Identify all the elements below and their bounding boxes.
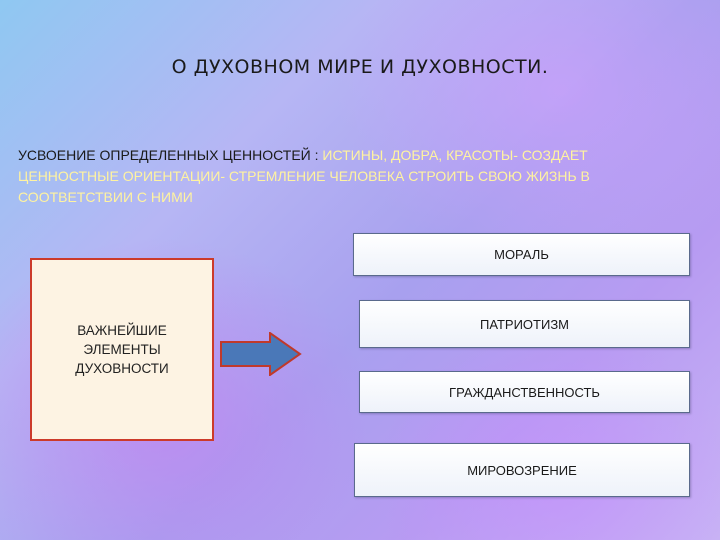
- element-box-morality: МОРАЛЬ: [353, 233, 690, 276]
- intro-lead: УСВОЕНИЕ ОПРЕДЕЛЕННЫХ ЦЕННОСТЕЙ :: [18, 147, 323, 163]
- slide-title: О ДУХОВНОМ МИРЕ И ДУХОВНОСТИ.: [171, 56, 549, 78]
- main-concept-box: ВАЖНЕЙШИЕ ЭЛЕМЕНТЫ ДУХОВНОСТИ: [30, 258, 214, 441]
- intro-highlight: ИСТИНЫ, ДОБРА, КРАСОТЫ- СОЗДАЕТ ЦЕННОСТН…: [18, 147, 590, 205]
- element-label: МОРАЛЬ: [494, 247, 549, 262]
- element-box-citizenship: ГРАЖДАНСТВЕННОСТЬ: [359, 371, 690, 413]
- intro-paragraph: УСВОЕНИЕ ОПРЕДЕЛЕННЫХ ЦЕННОСТЕЙ : ИСТИНЫ…: [18, 145, 678, 208]
- element-label: МИРОВОЗРЕНИЕ: [467, 462, 577, 478]
- element-box-patriotism: ПАТРИОТИЗМ: [359, 300, 690, 348]
- main-concept-label: ВАЖНЕЙШИЕ ЭЛЕМЕНТЫ ДУХОВНОСТИ: [75, 323, 169, 376]
- element-label: ГРАЖДАНСТВЕННОСТЬ: [449, 384, 600, 400]
- element-label: ПАТРИОТИЗМ: [479, 316, 570, 332]
- element-box-worldview: МИРОВОЗРЕНИЕ: [354, 443, 690, 497]
- right-arrow-icon: [220, 332, 302, 376]
